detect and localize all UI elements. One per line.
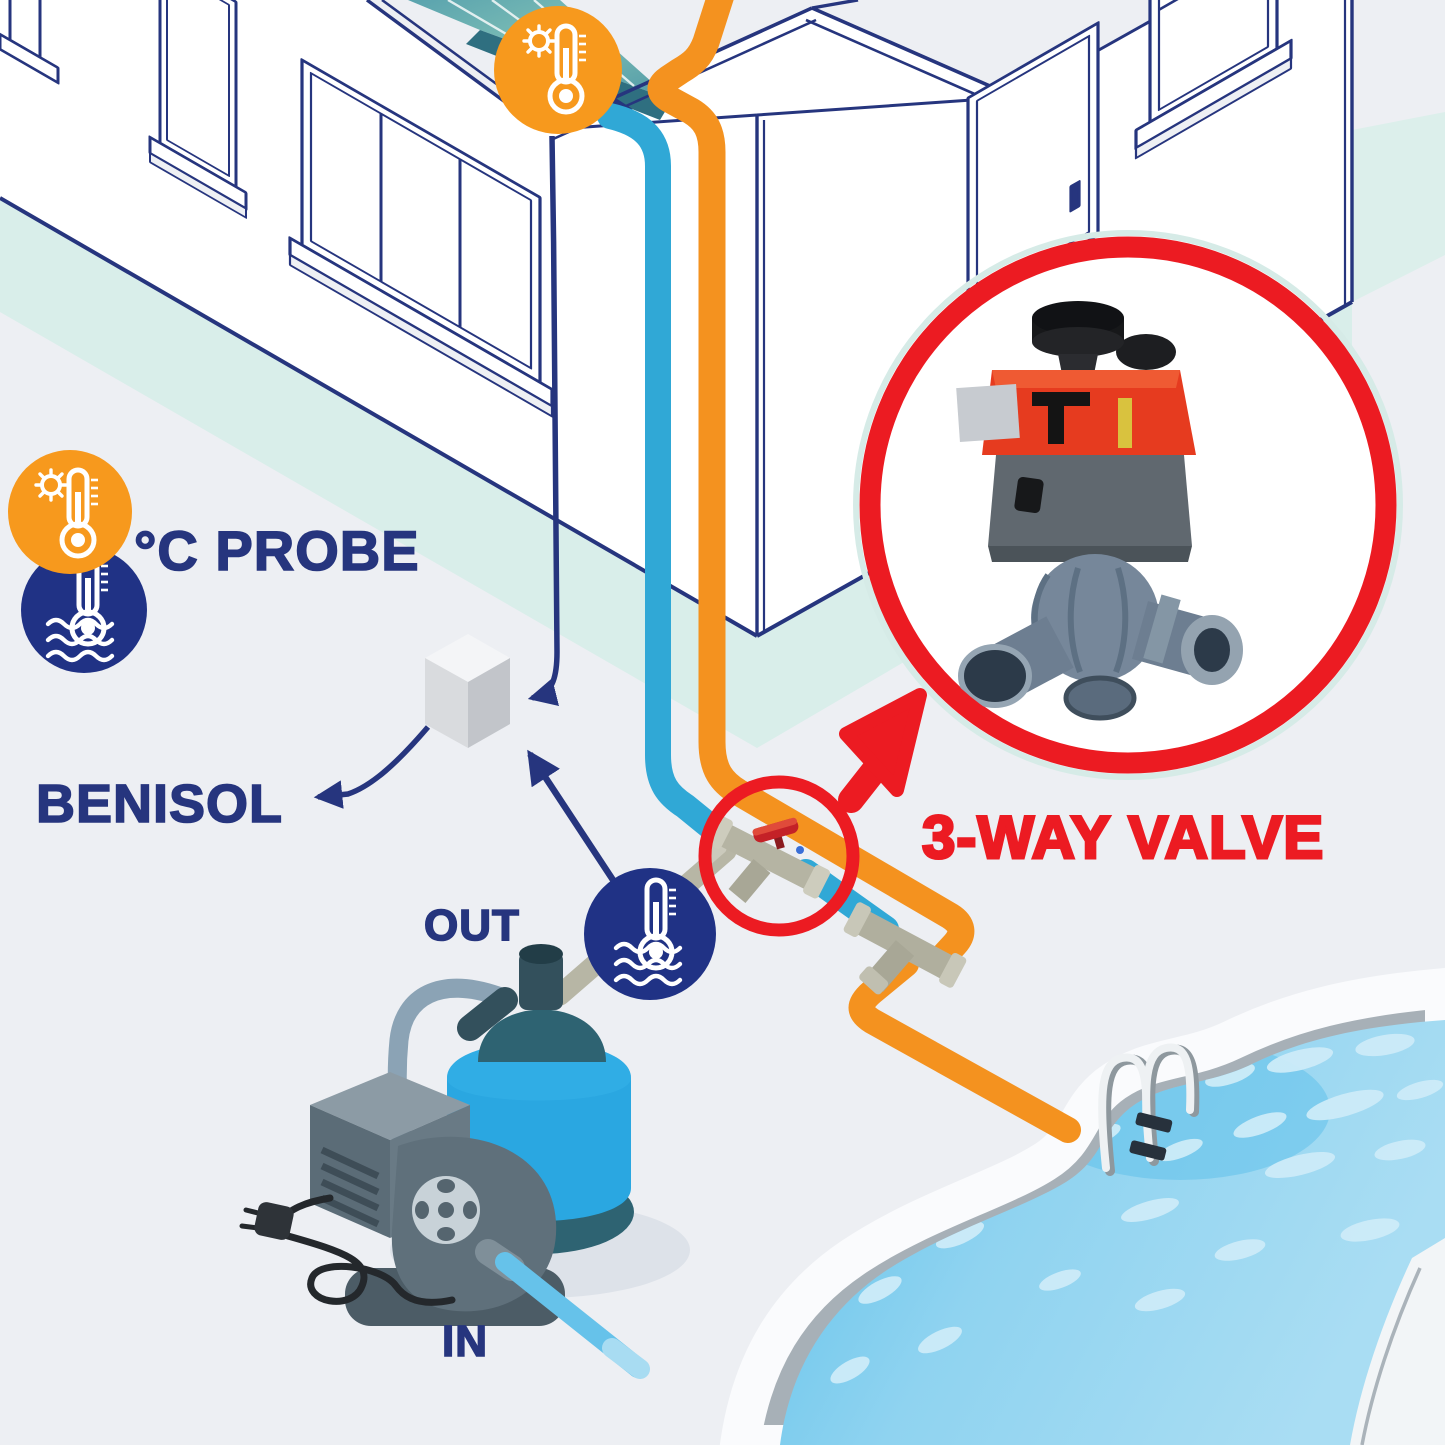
return-tee xyxy=(843,902,1081,1143)
controller-box xyxy=(425,634,510,748)
in-label: IN xyxy=(442,1317,488,1366)
out-label: OUT xyxy=(424,901,520,950)
door-handle xyxy=(1069,180,1081,213)
highlight-ring xyxy=(698,775,860,937)
power-cord xyxy=(239,1194,456,1306)
window-right xyxy=(1134,0,1293,160)
probe-legend xyxy=(8,450,147,673)
valve-inset xyxy=(838,230,1403,813)
window-left-3 xyxy=(288,58,554,418)
hot-pipe-return xyxy=(848,951,1081,1143)
roof-probe-wire xyxy=(527,135,560,706)
pool xyxy=(719,967,1445,1445)
three-way-valve-diagram xyxy=(698,775,860,937)
valve-label: 3-WAY VALVE xyxy=(922,804,1324,871)
pump xyxy=(310,1072,565,1326)
cold-pipe-supply xyxy=(597,103,741,854)
probe-label: °C PROBE xyxy=(134,519,420,582)
pool-ladder xyxy=(1098,1043,1200,1176)
window-left-2 xyxy=(148,0,248,219)
benisol-leader xyxy=(313,725,431,809)
inset-arrow xyxy=(838,688,927,813)
leader-lines xyxy=(313,135,616,882)
out-probe-arrow xyxy=(527,749,616,882)
out-probe-badge xyxy=(584,868,716,1000)
window-left-1 xyxy=(0,0,60,85)
controller-label: BENISOL xyxy=(36,774,283,834)
hot-pipe xyxy=(647,0,975,970)
valve-handle xyxy=(752,817,799,850)
roof-probe-badge xyxy=(494,6,622,134)
three-way-valve-photo xyxy=(956,301,1243,721)
